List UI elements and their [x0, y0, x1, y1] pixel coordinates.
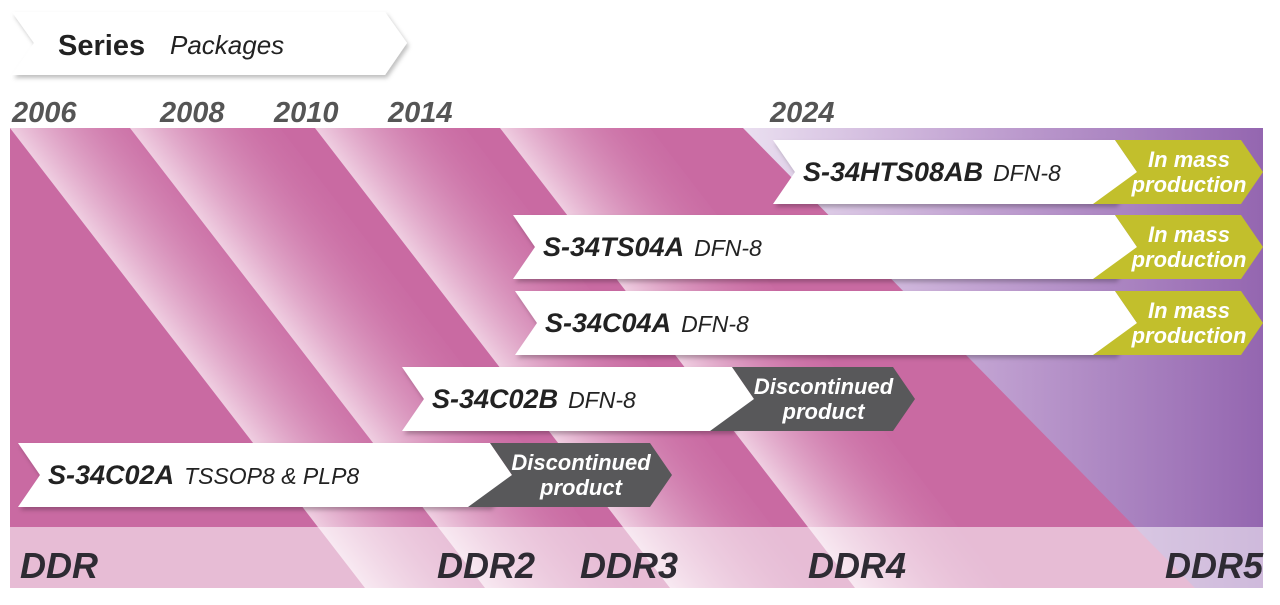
status-badge	[710, 367, 915, 431]
status-text: In mass	[1148, 147, 1230, 172]
product-bar	[18, 443, 512, 507]
header-subtitle: Packages	[170, 30, 284, 60]
product-label: S-34C04A DFN-8	[545, 308, 749, 338]
generation-label: DDR	[20, 545, 98, 586]
status-text: production	[1131, 172, 1247, 197]
header-arrow	[12, 12, 407, 75]
year-label: 2008	[159, 97, 225, 129]
product-package: DFN-8	[681, 311, 749, 337]
year-label: 2010	[273, 97, 339, 129]
year-label: 2024	[769, 97, 835, 129]
status-badge	[1093, 215, 1263, 279]
generation-label: DDR3	[580, 545, 678, 586]
status-text: product	[782, 399, 867, 424]
status-text: Discontinued	[754, 374, 894, 399]
product-name: S-34HTS08AB	[803, 157, 983, 187]
year-label: 2014	[387, 97, 453, 129]
product-bar	[402, 367, 754, 431]
year-label: 2006	[11, 97, 77, 129]
product-name: S-34C04A	[545, 308, 671, 338]
product-package: DFN-8	[568, 387, 636, 413]
product-name: S-34C02B	[432, 384, 558, 414]
product-bar	[515, 291, 1137, 355]
status-badge	[468, 443, 672, 507]
product-label: S-34TS04A DFN-8	[543, 232, 762, 262]
product-name: S-34TS04A	[543, 232, 684, 262]
generation-label: DDR2	[437, 545, 535, 586]
status-text: production	[1131, 247, 1247, 272]
product-package: DFN-8	[694, 235, 762, 261]
status-text: In mass	[1148, 222, 1230, 247]
product-label: S-34HTS08AB DFN-8	[803, 157, 1061, 187]
stripe	[315, 128, 820, 588]
generation-band	[10, 527, 1263, 588]
status-text: product	[539, 475, 624, 500]
product-label: S-34C02A TSSOP8 & PLP8	[48, 460, 359, 490]
generation-label: DDR5	[1165, 545, 1264, 586]
status-text: In mass	[1148, 298, 1230, 323]
product-bar	[513, 215, 1137, 279]
product-label: S-34C02B DFN-8	[432, 384, 636, 414]
generation-label: DDR4	[808, 545, 906, 586]
status-text: Discontinued	[511, 450, 651, 475]
product-package: DFN-8	[993, 160, 1061, 186]
product-bar	[773, 140, 1137, 204]
product-name: S-34C02A	[48, 460, 174, 490]
status-badge	[1093, 140, 1263, 204]
status-badge	[1093, 291, 1263, 355]
header-title: Series	[58, 30, 145, 62]
status-text: production	[1131, 323, 1247, 348]
product-package: TSSOP8 & PLP8	[184, 463, 359, 489]
